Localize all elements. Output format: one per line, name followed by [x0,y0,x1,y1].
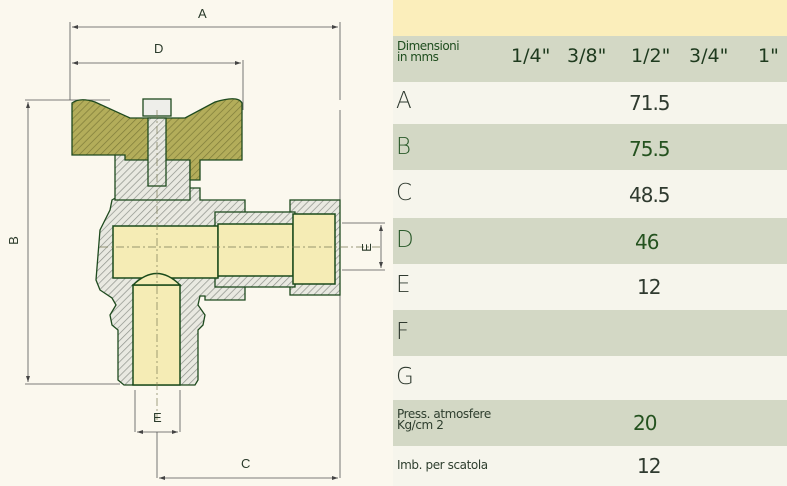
header-label-line1: Dimensioni [397,39,460,53]
dimension-label-e-bottom: E [153,410,162,425]
table-header-row: Dimensioni in mms 1/4" 3/8" 1/2" 3/4" 1" [393,36,787,82]
valve-cross-section [25,22,385,480]
row-value: 71.5 [629,91,671,115]
header-label-line2: in mms [397,50,439,64]
dimensions-table: Dimensioni in mms 1/4" 3/8" 1/2" 3/4" 1"… [393,0,787,486]
dimension-unit-label: Dimensioni in mms [397,39,460,64]
table-row: G [393,356,787,400]
table-row: E 12 [393,264,787,310]
packaging-row: Imb. per scatola 12 [393,446,787,486]
dimension-label-d: D [154,41,164,56]
row-label: B [396,134,412,160]
dimension-label-a: A [198,6,207,21]
dimension-label-b: B [5,236,21,245]
pressure-label-line1: Press. atmosfere [397,407,491,421]
size-3-4: 3/4" [689,45,729,67]
table-row: D 46 [393,218,787,264]
pressure-value: 20 [633,411,657,435]
table-row: A 71.5 [393,82,787,124]
row-value: 75.5 [629,137,671,161]
row-label: F [396,319,410,345]
size-1-4: 1/4" [511,45,551,67]
row-value: 46 [635,230,659,254]
row-label: G [396,364,414,390]
row-label: D [396,227,414,253]
pressure-row: Press. atmosfere Kg/cm 2 20 [393,400,787,446]
size-1: 1" [758,45,779,67]
pressure-label-line2: Kg/cm 2 [397,418,444,432]
table-row: B 75.5 [393,124,787,170]
dimension-label-c: C [241,456,251,471]
row-value: 12 [637,275,661,299]
valve-technical-drawing: A D B E E C [0,0,393,486]
packaging-value: 12 [637,454,661,478]
dimension-label-e-side: E [358,243,374,252]
row-label: C [396,180,413,206]
table-row: F [393,310,787,356]
size-1-2: 1/2" [631,45,671,67]
row-label: E [396,272,411,298]
pressure-label: Press. atmosfere Kg/cm 2 [397,407,491,432]
packaging-label: Imb. per scatola [397,458,488,472]
header-band [393,0,787,36]
row-label: A [396,88,412,114]
table-row: C 48.5 [393,170,787,218]
row-value: 48.5 [629,183,671,207]
size-3-8: 3/8" [567,45,607,67]
